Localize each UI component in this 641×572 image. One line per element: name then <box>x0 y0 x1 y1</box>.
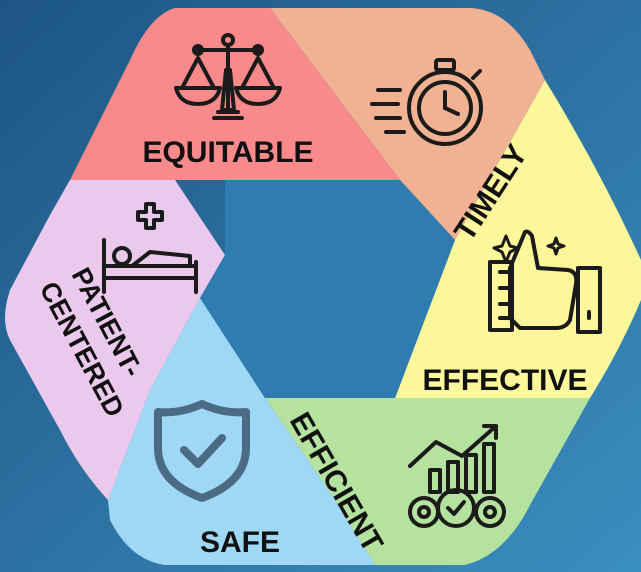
center-hexagon <box>200 180 455 398</box>
segment-efficient[interactable] <box>265 398 590 565</box>
label-equitable: EQUITABLE <box>142 136 313 169</box>
shield-check-icon <box>154 400 250 502</box>
segment-patient-centered[interactable] <box>5 180 225 500</box>
hospital-bed-icon <box>102 202 198 294</box>
thumbs-up-icon <box>488 229 602 334</box>
segment-timely[interactable] <box>270 8 545 240</box>
scales-of-justice-icon <box>174 33 282 120</box>
stopwatch-icon <box>370 58 483 146</box>
label-effective: EFFECTIVE <box>422 364 587 397</box>
segment-safe[interactable] <box>108 298 375 565</box>
label-safe: SAFE <box>200 526 280 559</box>
segment-equitable[interactable] <box>70 8 400 180</box>
gears-growth-chart-icon <box>408 424 506 528</box>
